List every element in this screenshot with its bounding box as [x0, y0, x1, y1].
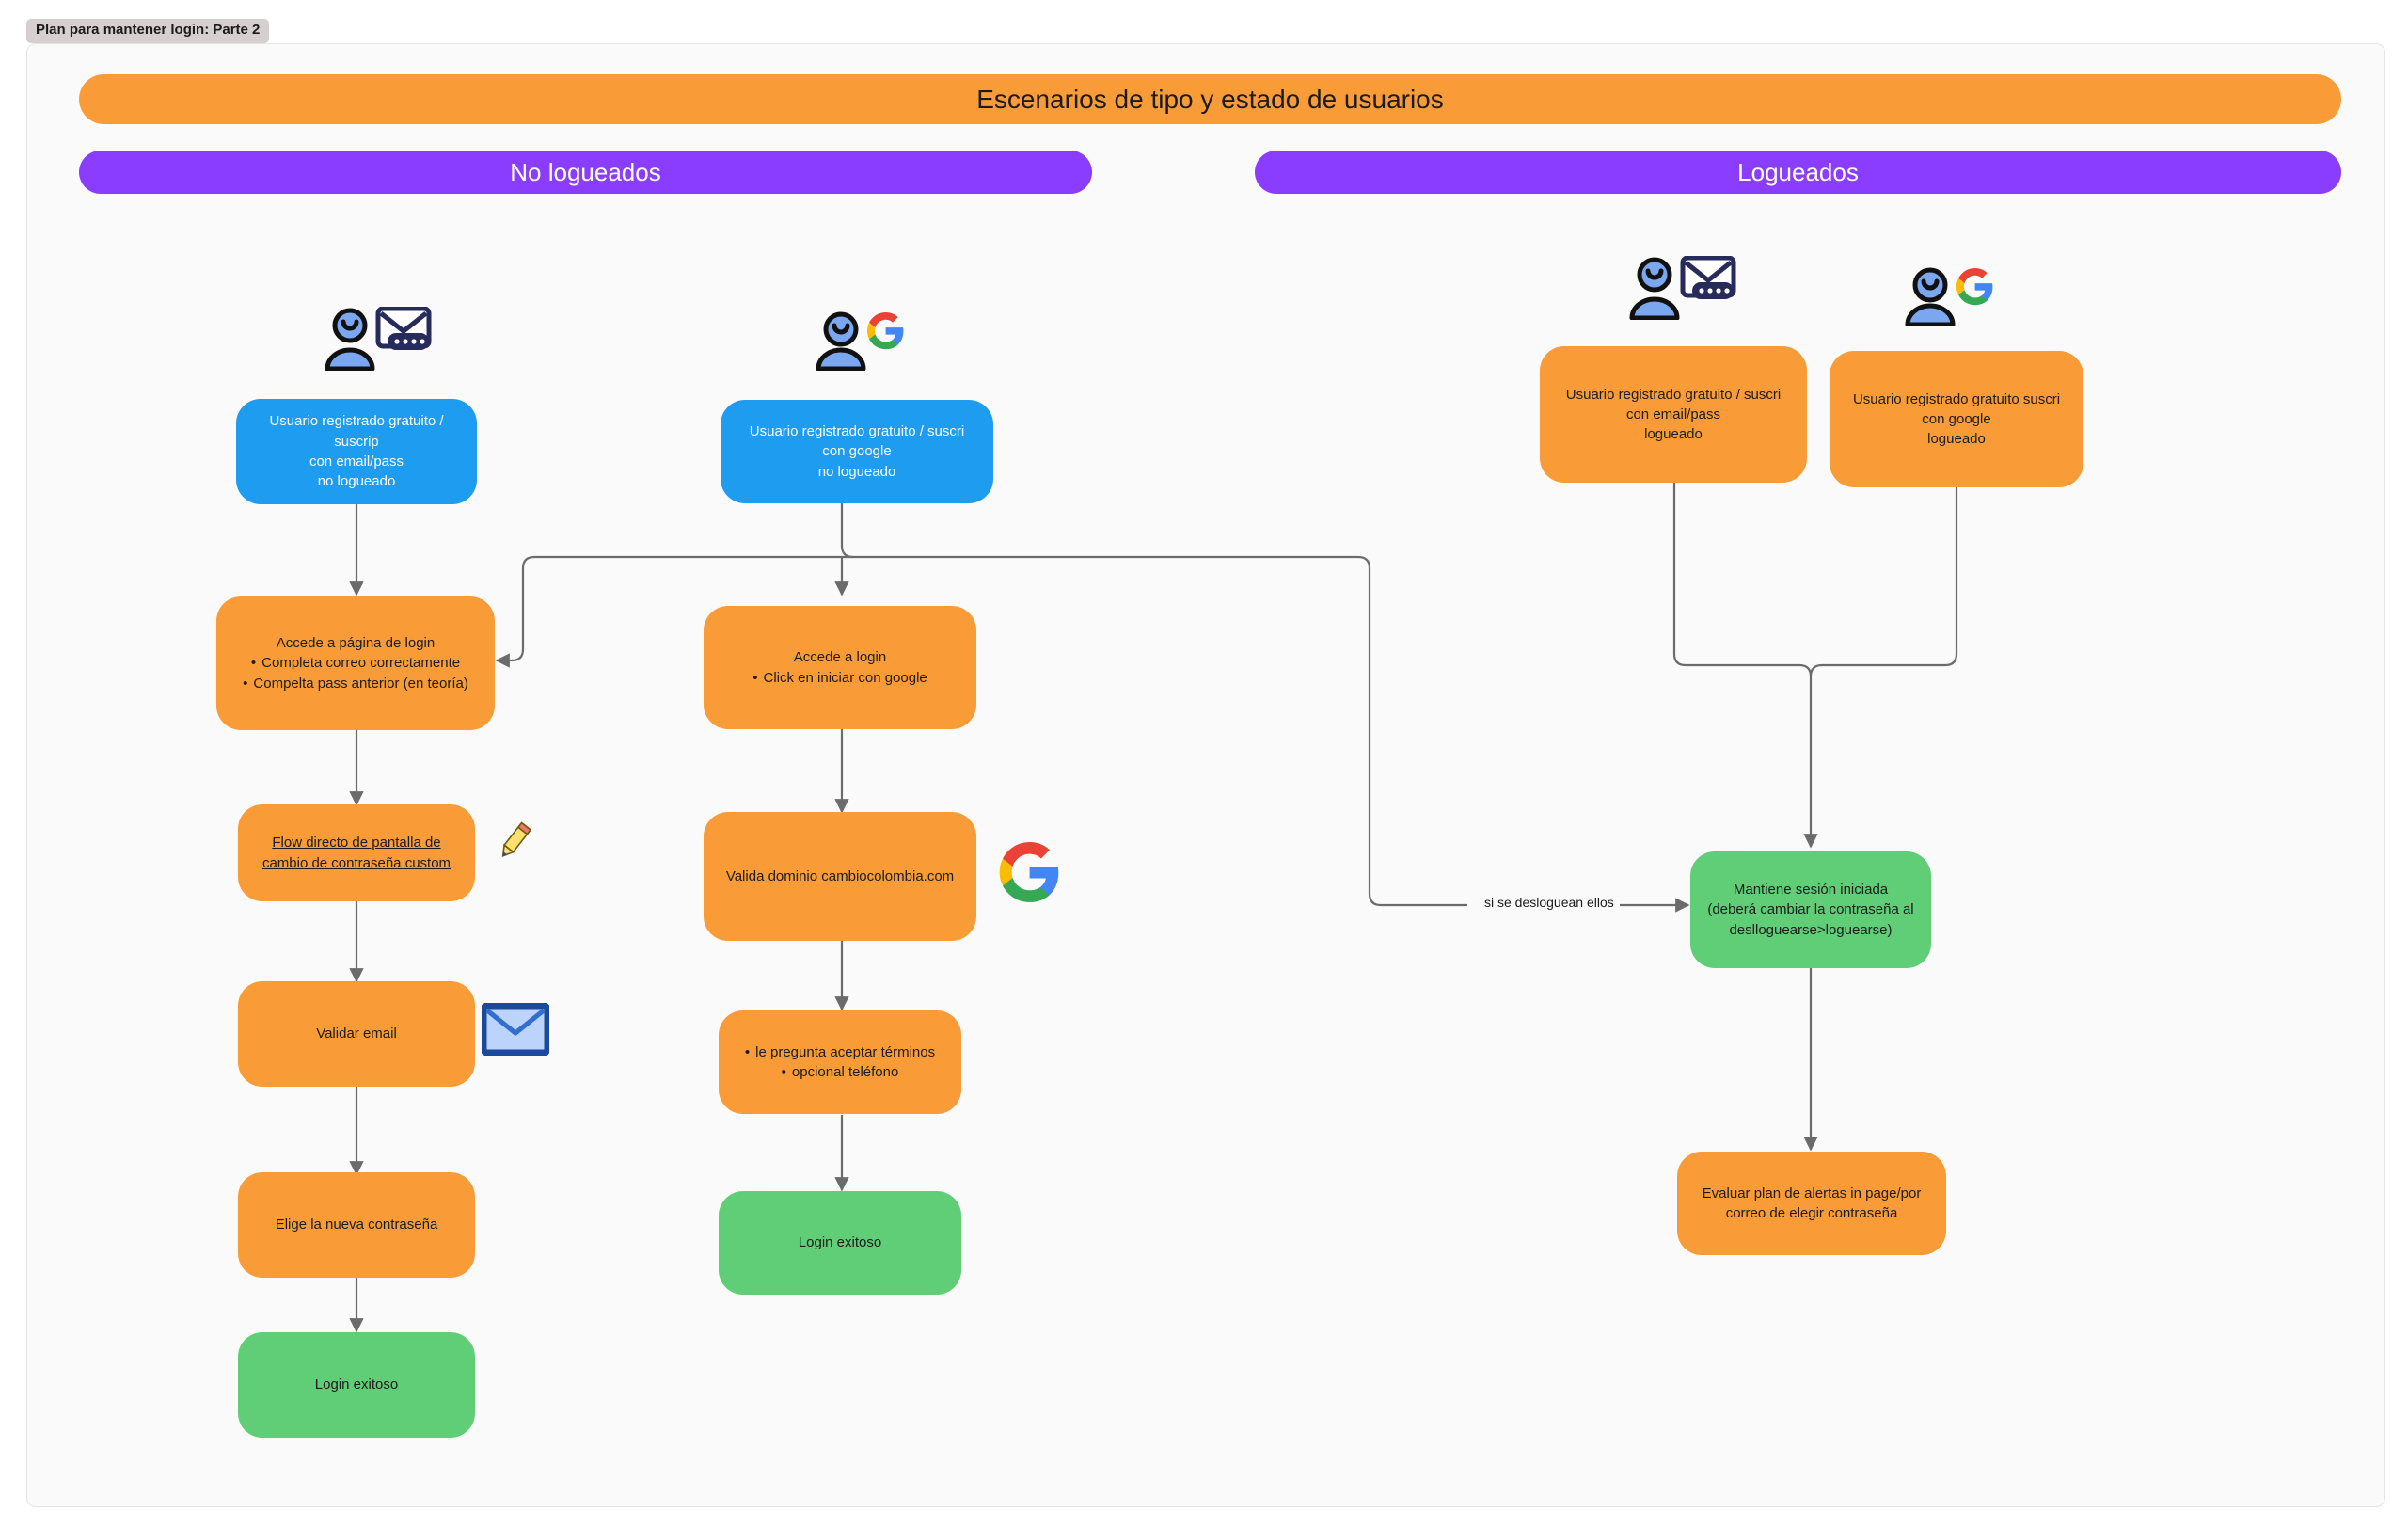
node-evaluar-plan-line1: Evaluar plan de alertas in page/por [1702, 1185, 1922, 1201]
banner-logueados-label: Logueados [1737, 157, 1859, 186]
node-accede-pagina-login-bullet-2: Compelta pass anterior (en teoría) [230, 674, 482, 693]
node-user-email-not-logged-line4: no logueado [317, 473, 396, 490]
banner-main-title: Escenarios de tipo y estado de usuarios [79, 74, 2341, 124]
node-user-google-not-logged-line1: Usuario registrado gratuito / suscri [749, 423, 965, 440]
node-login-exitoso-email[interactable]: Login exitoso [238, 1332, 475, 1438]
node-user-email-not-logged-line2: suscrip [334, 433, 379, 450]
node-flow-directo-line2: cambio de contraseña custom [261, 854, 452, 871]
node-user-email-not-logged[interactable]: Usuario registrado gratuito / suscrip co… [236, 399, 477, 504]
pencil-icon [494, 820, 535, 862]
node-login-exitoso-google[interactable]: Login exitoso [719, 1191, 961, 1295]
node-aceptar-terminos[interactable]: le pregunta aceptar términos opcional te… [719, 1010, 961, 1114]
node-mantiene-sesion-iniciada[interactable]: Mantiene sesión iniciada (deberá cambiar… [1690, 851, 1931, 968]
node-user-google-not-logged-line3: no logueado [817, 463, 896, 480]
node-aceptar-terminos-bullet-1: le pregunta aceptar términos [732, 1042, 948, 1062]
node-aceptar-terminos-bullet-2: opcional teléfono [732, 1062, 948, 1082]
node-elige-nueva-contrasena-label: Elige la nueva contraseña [275, 1217, 438, 1233]
node-accede-login-google-bullet-1: Click en iniciar con google [717, 668, 963, 688]
node-validar-email[interactable]: Validar email [238, 981, 475, 1087]
node-flow-directo-line1: Flow directo de pantalla de [272, 835, 441, 851]
node-user-google-not-logged[interactable]: Usuario registrado gratuito / suscri con… [721, 400, 993, 503]
node-evaluar-plan-line2: correo de elegir contraseña [1725, 1205, 1898, 1221]
banner-no-logueados-label: No logueados [510, 157, 661, 186]
node-user-google-logged-line3: logueado [1927, 431, 1986, 448]
node-flow-directo-cambio-password[interactable]: Flow directo de pantalla de cambio de co… [238, 804, 475, 901]
node-accede-pagina-login[interactable]: Accede a página de login Completa correo… [216, 596, 495, 730]
edge-label-desloguean: si se desloguean ellos [1479, 895, 1620, 910]
frame-title-tab[interactable]: Plan para mantener login: Parte 2 [26, 19, 270, 43]
envelope-icon [482, 1003, 549, 1056]
node-user-google-not-logged-line2: con google [822, 443, 892, 460]
node-user-google-logged-line1: Usuario registrado gratuito suscri [1852, 390, 2061, 407]
node-user-email-logged-line1: Usuario registrado gratuito / suscri [1565, 386, 1782, 403]
node-user-email-not-logged-line3: con email/pass [309, 453, 404, 469]
user-google-icon [1900, 266, 1998, 326]
banner-main-title-label: Escenarios de tipo y estado de usuarios [976, 84, 1444, 114]
banner-no-logueados: No logueados [79, 151, 1092, 194]
node-mantiene-sesion-line3: deslloguearse>loguearse) [1729, 921, 1893, 938]
node-elige-nueva-contrasena[interactable]: Elige la nueva contraseña [238, 1172, 475, 1278]
node-user-email-logged-line3: logueado [1644, 426, 1703, 443]
node-accede-pagina-login-bullet-1: Completa correo correctamente [230, 653, 482, 673]
user-email-password-icon [320, 307, 433, 371]
node-valida-dominio[interactable]: Valida dominio cambiocolombia.com [704, 812, 976, 941]
node-user-email-logged-line2: con email/pass [1625, 406, 1721, 422]
node-login-exitoso-email-label: Login exitoso [314, 1376, 399, 1393]
node-accede-login-google-title: Accede a login [793, 649, 887, 666]
node-valida-dominio-label: Valida dominio cambiocolombia.com [725, 867, 955, 884]
node-user-google-logged-line2: con google [1922, 410, 1991, 427]
node-accede-login-google[interactable]: Accede a login Click en iniciar con goog… [704, 606, 976, 729]
node-validar-email-label: Validar email [316, 1026, 397, 1042]
user-email-password-icon [1624, 256, 1737, 320]
node-accede-pagina-login-title: Accede a página de login [276, 635, 436, 652]
node-user-email-logged[interactable]: Usuario registrado gratuito / suscri con… [1540, 346, 1807, 483]
node-mantiene-sesion-line2: (deberá cambiar la contraseña al [1707, 901, 1914, 918]
node-user-google-logged[interactable]: Usuario registrado gratuito suscri con g… [1830, 351, 2083, 487]
node-user-email-not-logged-line1: Usuario registrado gratuito / [269, 413, 444, 430]
node-evaluar-plan-alertas[interactable]: Evaluar plan de alertas in page/por corr… [1677, 1152, 1946, 1255]
banner-logueados: Logueados [1255, 151, 2341, 194]
node-login-exitoso-google-label: Login exitoso [798, 1234, 882, 1251]
node-mantiene-sesion-line1: Mantiene sesión iniciada [1733, 882, 1889, 899]
google-logo-icon [999, 842, 1059, 902]
frame-board [26, 43, 2385, 1507]
user-google-icon [811, 310, 909, 371]
